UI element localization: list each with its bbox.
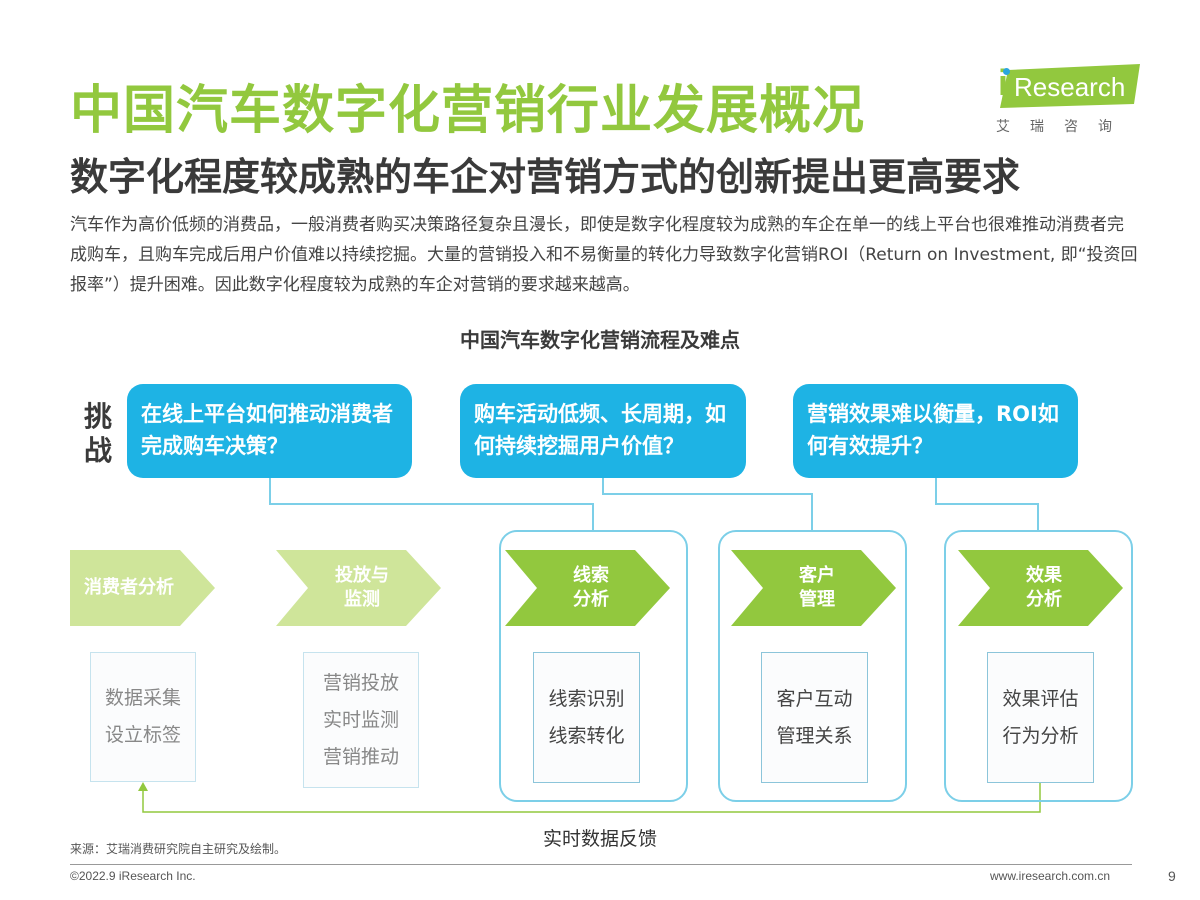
chevron-arrow-icon <box>70 550 215 626</box>
intro-paragraph: 汽车作为高价低频的消费品，一般消费者购买决策路径复杂且漫长，即使是数字化程度较为… <box>70 215 1138 295</box>
stage-arrow-label: 效果 分析 <box>988 550 1100 626</box>
iresearch-logo: i Research 艾瑞咨询 <box>990 62 1140 137</box>
stage-detail-box-2: 营销投放 实时监测 营销推动 <box>303 652 419 788</box>
logo-chinese-name: 艾瑞咨询 <box>996 119 1132 135</box>
diagram-title: 中国汽车数字化营销流程及难点 <box>460 328 740 352</box>
stage-detail-item: 效果评估 <box>1002 687 1079 710</box>
logo-banner-shape <box>1000 64 1140 108</box>
chevron-arrow-icon <box>731 550 896 626</box>
stage-detail-item: 数据采集 <box>104 687 181 709</box>
stage-arrow-label-line2: 分析 <box>573 589 609 610</box>
stage-detail-item: 管理关系 <box>776 724 853 747</box>
stage-frame-4 <box>718 530 907 802</box>
stage-frame-3 <box>499 530 688 802</box>
stage-arrow-label: 投放与 监测 <box>306 550 418 626</box>
stage-detail-item: 线索转化 <box>548 724 625 747</box>
stage-arrow-label-line1: 线索 <box>573 565 609 586</box>
chevron-arrow-icon <box>505 550 670 626</box>
stage-arrow-label-line2: 管理 <box>799 589 835 610</box>
feedback-line <box>142 783 1041 813</box>
logo-i-letter: i <box>998 62 1009 103</box>
stage-detail-box-3: 线索识别 线索转化 <box>533 652 640 783</box>
source-note: 来源：艾瑞消费研究院自主研究及绘制。 <box>70 842 287 856</box>
stage-detail-box-4: 客户互动 管理关系 <box>761 652 868 783</box>
challenge-box-1: 在线上平台如何推动消费者完成购车决策？ <box>127 384 412 478</box>
stage-detail-item: 线索识别 <box>548 687 625 710</box>
stage-arrow-1: 消费者分析 <box>70 550 215 626</box>
stage-frame-5 <box>944 530 1133 802</box>
stage-arrow-label-line2: 监测 <box>344 589 380 610</box>
stage-detail-item: 实时监测 <box>322 708 399 731</box>
stage-detail-item: 营销投放 <box>322 671 399 694</box>
feedback-arrowhead-icon <box>138 782 148 791</box>
stage-arrow-label: 客户 管理 <box>761 550 873 626</box>
stage-arrow-label: 线索 分析 <box>535 550 647 626</box>
connector-line-2 <box>602 478 813 530</box>
feedback-label: 实时数据反馈 <box>542 828 657 850</box>
logo-wordmark: Research <box>1014 72 1126 102</box>
website-link[interactable]: www.iresearch.com.cn <box>990 869 1111 883</box>
stage-detail-item: 设立标签 <box>104 724 181 746</box>
stage-arrow-2: 投放与 监测 <box>276 550 441 626</box>
page-number: 9 <box>1168 868 1176 884</box>
logo-dot-icon <box>1003 68 1010 75</box>
stage-detail-item: 营销推动 <box>322 745 399 768</box>
connector-line-3 <box>935 478 1039 530</box>
page-subtitle: 数字化程度较成熟的车企对营销方式的创新提出更高要求 <box>70 155 1021 199</box>
stage-arrow-4: 客户 管理 <box>731 550 896 626</box>
copyright-text: ©2022.9 iResearch Inc. <box>70 869 196 883</box>
stage-detail-box-1: 数据采集 设立标签 <box>90 652 196 782</box>
challenge-box-2: 购车活动低频、长周期，如何持续挖掘用户价值？ <box>460 384 746 478</box>
connector-line-1 <box>269 478 594 530</box>
chevron-arrow-icon <box>276 550 441 626</box>
stage-arrow-label-line1: 客户 <box>799 565 835 586</box>
challenge-label: 挑战 <box>84 400 113 467</box>
stage-detail-item: 客户互动 <box>776 687 853 710</box>
challenge-box-3: 营销效果难以衡量，ROI如何有效提升？ <box>793 384 1078 478</box>
stage-arrow-label-line2: 分析 <box>1026 589 1062 610</box>
stage-detail-box-5: 效果评估 行为分析 <box>987 652 1094 783</box>
stage-arrow-3: 线索 分析 <box>505 550 670 626</box>
chevron-arrow-icon <box>958 550 1123 626</box>
stage-arrow-label: 消费者分析 <box>84 577 174 598</box>
stage-arrow-label-line1: 效果 <box>1026 565 1062 586</box>
footer-divider <box>70 864 1132 865</box>
stage-arrow-5: 效果 分析 <box>958 550 1123 626</box>
page-title: 中国汽车数字化营销行业发展概况 <box>70 81 866 141</box>
stage-detail-item: 行为分析 <box>1002 724 1079 747</box>
stage-arrow-label-line1: 投放与 <box>335 565 389 586</box>
